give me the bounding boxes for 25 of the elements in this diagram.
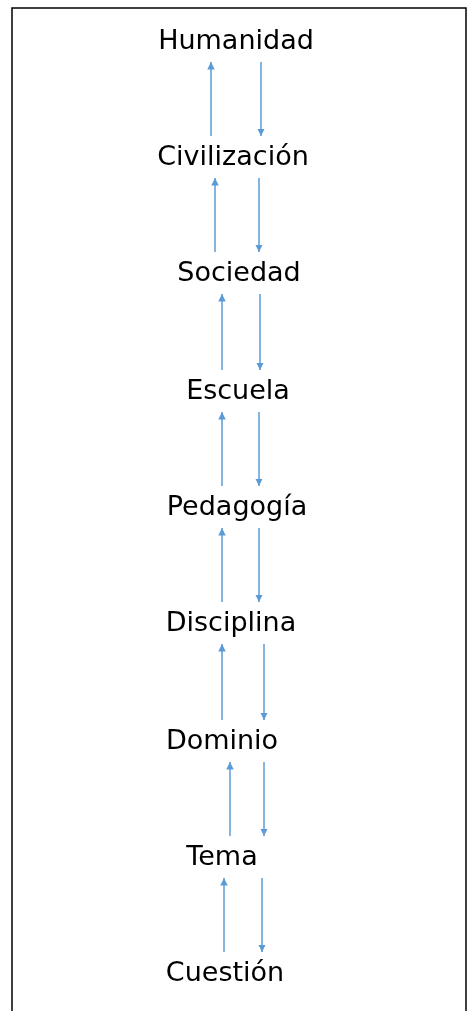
concept-label: Sociedad <box>177 254 301 290</box>
arrow <box>260 643 268 721</box>
arrow <box>255 177 263 253</box>
concept-label: Civilización <box>157 138 309 174</box>
concept-label: Pedagogía <box>166 488 308 524</box>
arrow <box>218 527 226 603</box>
arrow <box>226 761 234 837</box>
arrow <box>211 177 219 253</box>
arrow <box>218 293 226 371</box>
concept-label: Cuestión <box>165 954 285 990</box>
arrow <box>257 61 265 137</box>
concept-label: Disciplina <box>165 604 297 640</box>
arrow <box>220 877 228 953</box>
concept-label: Escuela <box>186 372 290 408</box>
arrow <box>218 643 226 721</box>
arrow <box>255 411 263 487</box>
arrow <box>218 411 226 487</box>
concept-label: Tema <box>186 838 258 874</box>
arrow <box>260 761 268 837</box>
concept-label: Humanidad <box>158 22 314 58</box>
arrow <box>207 61 215 137</box>
arrow <box>256 293 264 371</box>
arrow <box>255 527 263 603</box>
arrow <box>258 877 266 953</box>
concept-label: Dominio <box>165 722 279 758</box>
